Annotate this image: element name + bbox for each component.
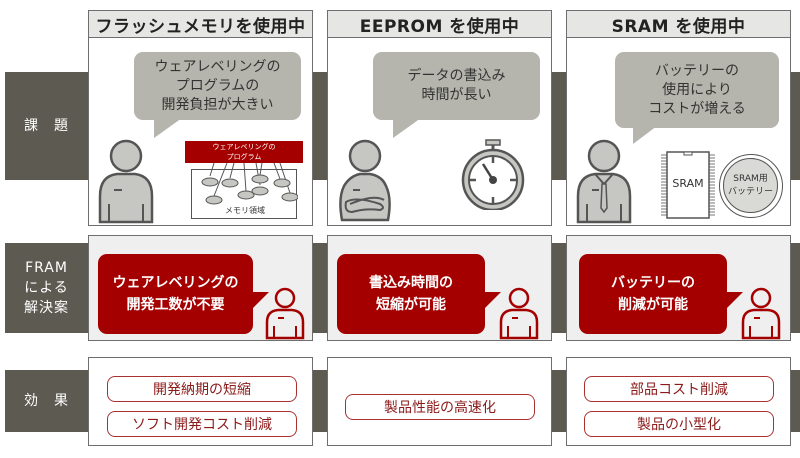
effect-pill: 製品性能の高速化 xyxy=(345,394,535,420)
effect-pill: 製品の小型化 xyxy=(584,411,774,437)
effects-panel-flash: 開発納期の短縮 ソフト開発コスト削減 xyxy=(88,357,313,446)
issue-bubble-flash: ウェアレベリングの プログラムの 開発負担が大きい xyxy=(134,52,301,120)
person-arms-crossed-icon xyxy=(339,139,391,222)
row-label-effects: 効 果 xyxy=(5,370,88,432)
chip-pins-icon xyxy=(661,151,715,219)
issue-bubble-eeprom: データの書込み 時間が長い xyxy=(373,52,540,120)
sram-battery-icon: SRAM用 バッテリー xyxy=(719,154,783,218)
issue-panel-flash: ウェアレベリングの プログラムの 開発負担が大きい ウェアレベリングの プログラ… xyxy=(88,37,313,226)
solution-panel-eeprom: 書込み時間の 短縮が可能 xyxy=(327,235,552,341)
effect-pill: ソフト開発コスト削減 xyxy=(107,411,297,437)
person-business-icon xyxy=(576,139,632,224)
program-label-box: ウェアレベリングの プログラム xyxy=(185,141,303,163)
sram-chip-icon: SRAM xyxy=(661,151,715,219)
sram-chip-label: SRAM xyxy=(672,177,704,190)
stopwatch-icon xyxy=(461,139,525,210)
effect-pill: 開発納期の短縮 xyxy=(107,376,297,402)
row-label-solution: FRAM による 解決案 xyxy=(5,243,88,333)
column-header-eeprom: EEPROM を使用中 xyxy=(327,10,552,38)
person-icon xyxy=(741,287,781,340)
person-icon xyxy=(499,287,539,340)
effects-panel-eeprom: 製品性能の高速化 xyxy=(327,357,552,446)
speech-tail-icon xyxy=(154,118,182,138)
person-icon xyxy=(98,139,154,224)
column-header-flash: フラッシュメモリを使用中 xyxy=(88,10,313,38)
speech-tail-icon xyxy=(251,292,269,310)
memory-area-box: メモリ領域 xyxy=(191,163,298,219)
issue-bubble-sram: バッテリーの 使用により コストが増える xyxy=(615,52,779,128)
speech-tail-icon xyxy=(725,292,743,310)
memory-area-label: メモリ領域 xyxy=(225,206,265,215)
person-icon xyxy=(265,287,305,340)
battery-label-line2: バッテリー xyxy=(727,186,773,197)
solution-panel-flash: ウェアレベリングの 開発工数が不要 xyxy=(88,235,313,341)
solution-bubble-flash: ウェアレベリングの 開発工数が不要 xyxy=(98,254,253,334)
issue-panel-eeprom: データの書込み 時間が長い xyxy=(327,37,552,226)
memory-cells-icon xyxy=(201,163,298,205)
speech-tail-icon xyxy=(633,126,657,144)
solution-panel-sram: バッテリーの 削減が可能 xyxy=(566,235,791,341)
wear-leveling-diagram: ウェアレベリングの プログラム メモリ領域 xyxy=(185,141,303,221)
speech-tail-icon xyxy=(483,292,501,310)
solution-bubble-sram: バッテリーの 削減が可能 xyxy=(579,254,727,334)
column-header-sram: SRAM を使用中 xyxy=(566,10,791,38)
program-label-line1: ウェアレベリングの xyxy=(212,143,276,151)
program-label-line2: プログラム xyxy=(226,153,262,161)
battery-label-line1: SRAM用 xyxy=(733,173,768,184)
effect-pill: 部品コスト削減 xyxy=(584,376,774,402)
speech-tail-icon xyxy=(393,118,421,138)
solution-bubble-eeprom: 書込み時間の 短縮が可能 xyxy=(337,254,485,334)
row-label-issues: 課 題 xyxy=(5,72,88,180)
battery-inner-circle: SRAM用 バッテリー xyxy=(723,158,778,213)
issue-panel-sram: バッテリーの 使用により コストが増える xyxy=(566,37,791,226)
effects-panel-sram: 部品コスト削減 製品の小型化 xyxy=(566,357,791,446)
